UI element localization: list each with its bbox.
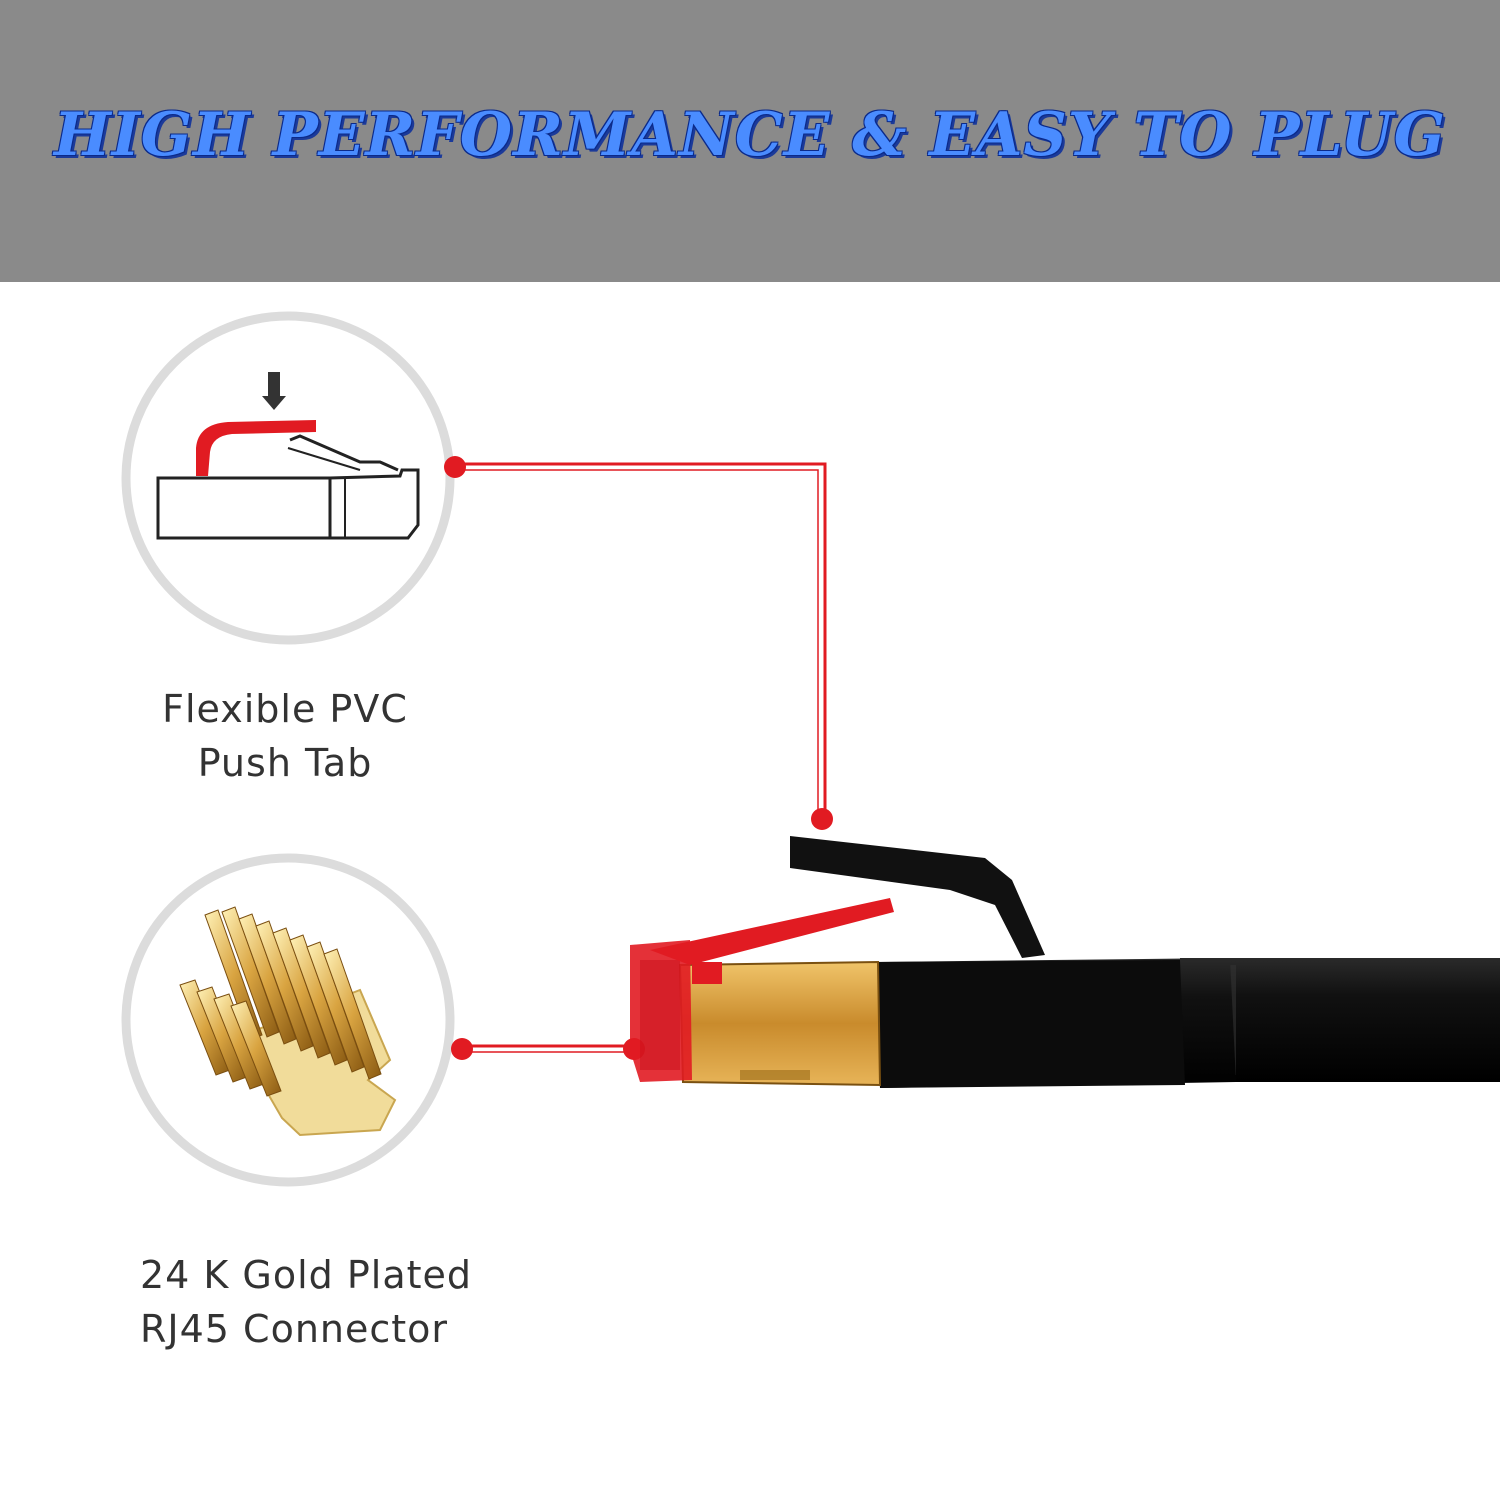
plug-latch — [650, 898, 894, 965]
banner-title: HIGH PERFORMANCE & EASY TO PLUG — [54, 100, 1446, 170]
callout-push-tab: Flexible PVC Push Tab — [120, 682, 450, 790]
callout-dot-tab-start — [444, 456, 466, 478]
callout-push-tab-line1: Flexible PVC — [162, 687, 408, 731]
callout-line-tab — [455, 462, 827, 818]
callout-dot-connector-start — [451, 1038, 473, 1060]
callout-line-connector — [462, 1044, 634, 1053]
rj45-connector — [630, 836, 1500, 1088]
callout-push-tab-line2: Push Tab — [197, 741, 373, 785]
arrow-down-icon — [262, 372, 286, 410]
gold-pins-icon — [179, 906, 397, 1137]
callout-gold-connector-line2: RJ45 Connector — [140, 1307, 449, 1351]
boot-latch — [790, 836, 1045, 958]
header-banner: HIGH PERFORMANCE & EASY TO PLUG — [0, 0, 1500, 282]
push-tab-circle — [121, 311, 455, 645]
gold-pins-circle — [121, 853, 455, 1187]
callout-dot-tab-end — [811, 808, 833, 830]
callout-gold-connector-line1: 24 K Gold Plated — [140, 1253, 473, 1297]
plug-outline-icon — [156, 420, 420, 540]
callout-gold-connector: 24 K Gold Plated RJ45 Connector — [140, 1248, 472, 1356]
